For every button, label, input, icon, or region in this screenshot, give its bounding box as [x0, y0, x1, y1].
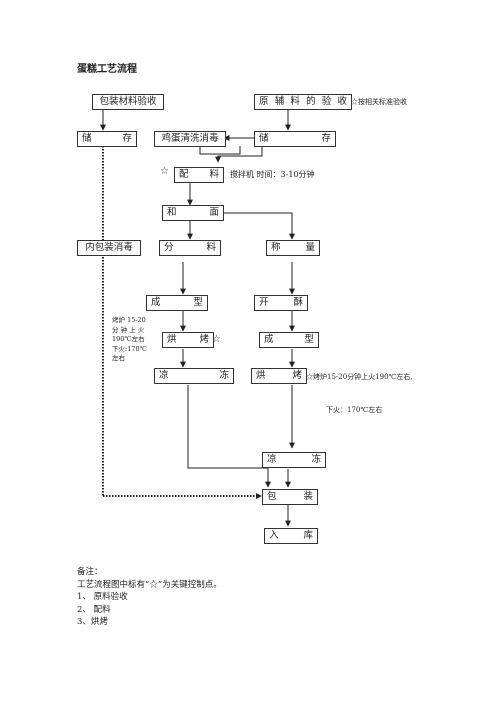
- box-storage-left: 储存: [77, 131, 137, 147]
- arrow-storage-to-batching: [215, 146, 263, 163]
- box-baking-left: 烘烤: [162, 332, 214, 348]
- star-icon: ☆: [160, 166, 169, 177]
- box-weighing: 称量: [266, 240, 320, 256]
- arrow-egg-loop: [199, 146, 241, 155]
- footer-label: 备注：: [77, 567, 103, 577]
- footer-notes: 备注： 工艺流程图中标有“☆”为关键控制点。 1、 原料验收 2、 配料 3、烘…: [77, 566, 222, 629]
- box-forming-left: 成型: [146, 295, 208, 311]
- box-portioning: 分料: [159, 240, 221, 256]
- box-cooling-left: 凉冻: [154, 368, 234, 384]
- box-batching: 配料: [174, 167, 224, 183]
- page-title: 蛋糕工艺流程: [77, 64, 137, 75]
- box-storage-right: 储存: [254, 131, 336, 147]
- note-inspect-standard: ☆按相关标准验收: [351, 98, 407, 106]
- box-mixing: 和面: [162, 205, 224, 221]
- footer-point: 3、烘烤: [77, 617, 108, 627]
- box-packing: 包装: [262, 489, 318, 505]
- footer-point: 2、 配料: [77, 604, 111, 615]
- box-baking-right: 烘烤: [251, 368, 307, 384]
- note-mixer: 搅拌机 时间：3-10分钟: [230, 170, 315, 179]
- star-icon: ☆: [212, 334, 221, 345]
- arrow-mixing-to-weighing: [222, 212, 295, 240]
- arrow-cool-left-to-pack: [187, 385, 271, 488]
- box-crisp: 开酥: [254, 295, 308, 311]
- note-oven-right-2: 下火：170℃左右: [326, 406, 383, 414]
- box-cooling-right: 凉冻: [262, 452, 326, 468]
- box-raw-material-inspection: 原辅料的验收: [254, 94, 352, 110]
- footer-point: 1、 原料验收: [77, 592, 128, 602]
- note-oven-right-1: ☆烤炉15-20分钟上火190℃左右,: [306, 373, 413, 381]
- box-forming-right: 成型: [259, 332, 319, 348]
- box-inner-pack-disinfect: 内包装消毒: [77, 240, 141, 256]
- box-egg-wash: 鸡蛋清洗消毒: [154, 131, 226, 147]
- box-warehousing: 入库: [264, 528, 318, 544]
- footer-legend: 工艺流程图中标有“☆”为关键控制点。: [77, 579, 222, 590]
- note-oven-left: 烤炉 15-20 分 钟 上 火 190℃左右 下火:170℃ 左右: [112, 316, 147, 362]
- box-packaging-material-inspection: 包装材料验收: [92, 94, 164, 110]
